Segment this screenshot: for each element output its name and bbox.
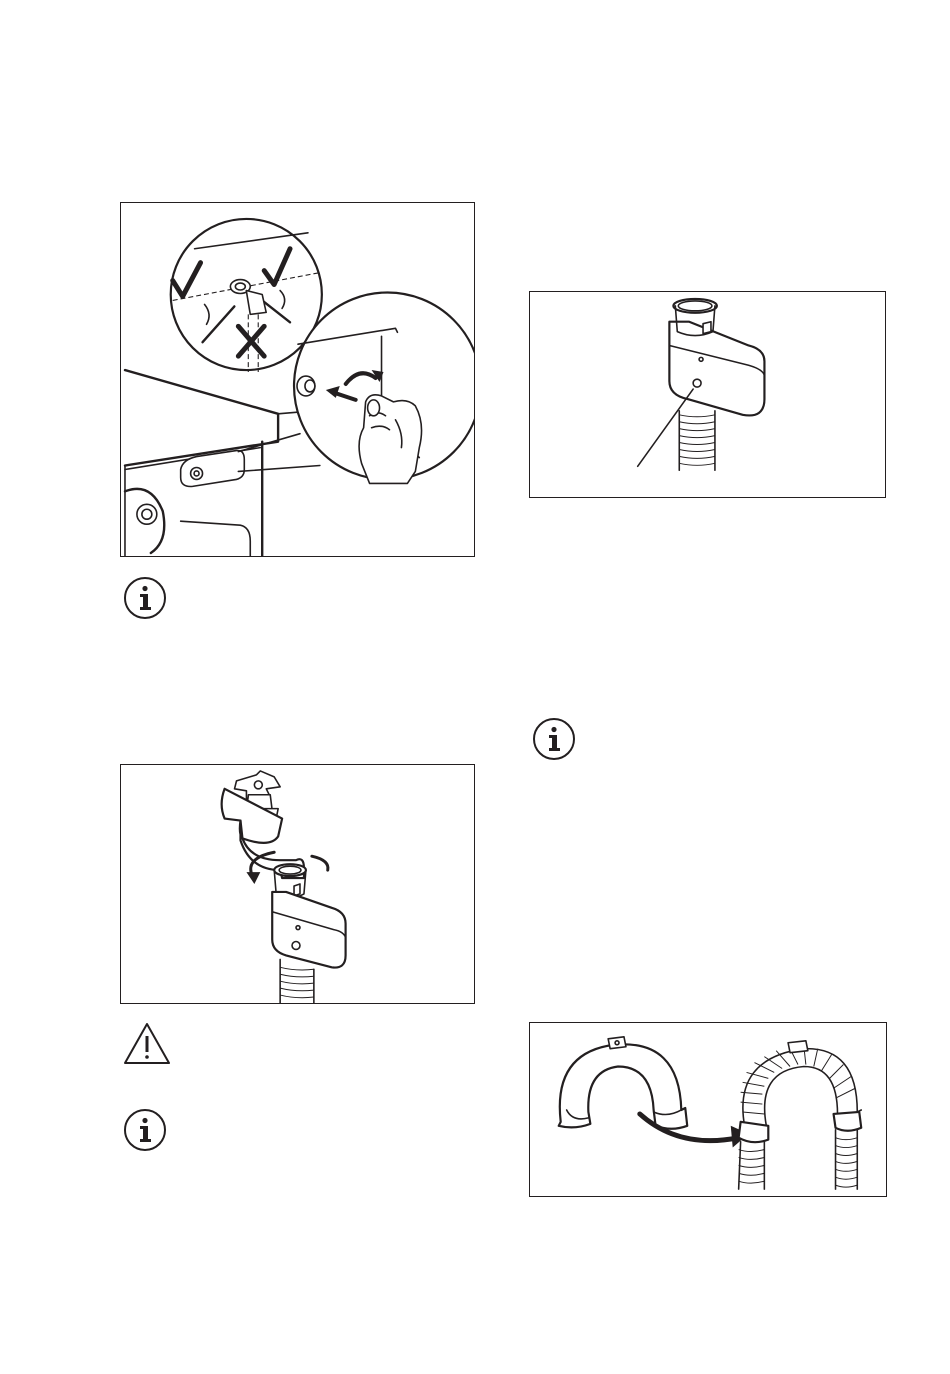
info-icon [122,1107,168,1153]
drain-hose-guide-illustration [529,1022,887,1197]
warning-icon [122,1021,172,1067]
info-icon [531,716,577,762]
inlet-hose-angle-illustration [120,202,475,557]
water-stop-valve-illustration [529,291,886,498]
tap-connection-illustration [120,764,475,1004]
info-icon [122,575,168,621]
